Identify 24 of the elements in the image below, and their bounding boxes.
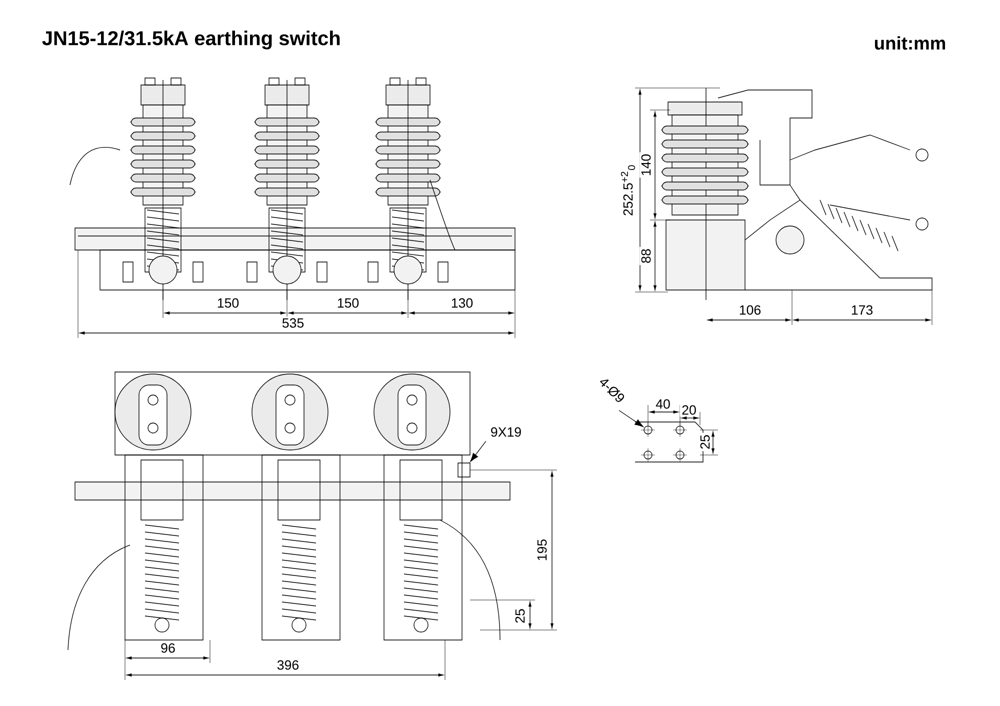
dimension-label: 396 (275, 658, 301, 672)
dimension-label: 25 (698, 432, 712, 452)
dimension-label: 88 (640, 246, 652, 266)
dimension-label: 96 (158, 642, 178, 654)
dimension-label: 40 (654, 398, 672, 410)
unit-note: unit:mm (872, 34, 948, 52)
leader-line (618, 410, 644, 428)
leader-line (470, 440, 486, 462)
dimension-label: 173 (849, 304, 875, 316)
callout-text: 4-Ø9 (600, 379, 624, 402)
dimension-label: 252.5$^{+2}$0 (619, 162, 637, 218)
mounting-slot (458, 462, 470, 478)
callout-text: 9X19 (491, 427, 521, 437)
dimension-label: 150 (215, 296, 241, 310)
dimension-label: 140 (640, 152, 652, 178)
dimension-label: 130 (449, 296, 475, 310)
dimension-label: 106 (737, 304, 763, 316)
dimension-label: 25 (514, 606, 526, 626)
mounting-hole (644, 426, 652, 434)
dimension-label: 150 (335, 296, 361, 310)
title: JN15-12/31.5kA earthing switch (42, 30, 340, 50)
dimension-label: 535 (280, 316, 306, 330)
dimension-label: 195 (536, 537, 548, 563)
dimension-label: 20 (680, 404, 698, 416)
